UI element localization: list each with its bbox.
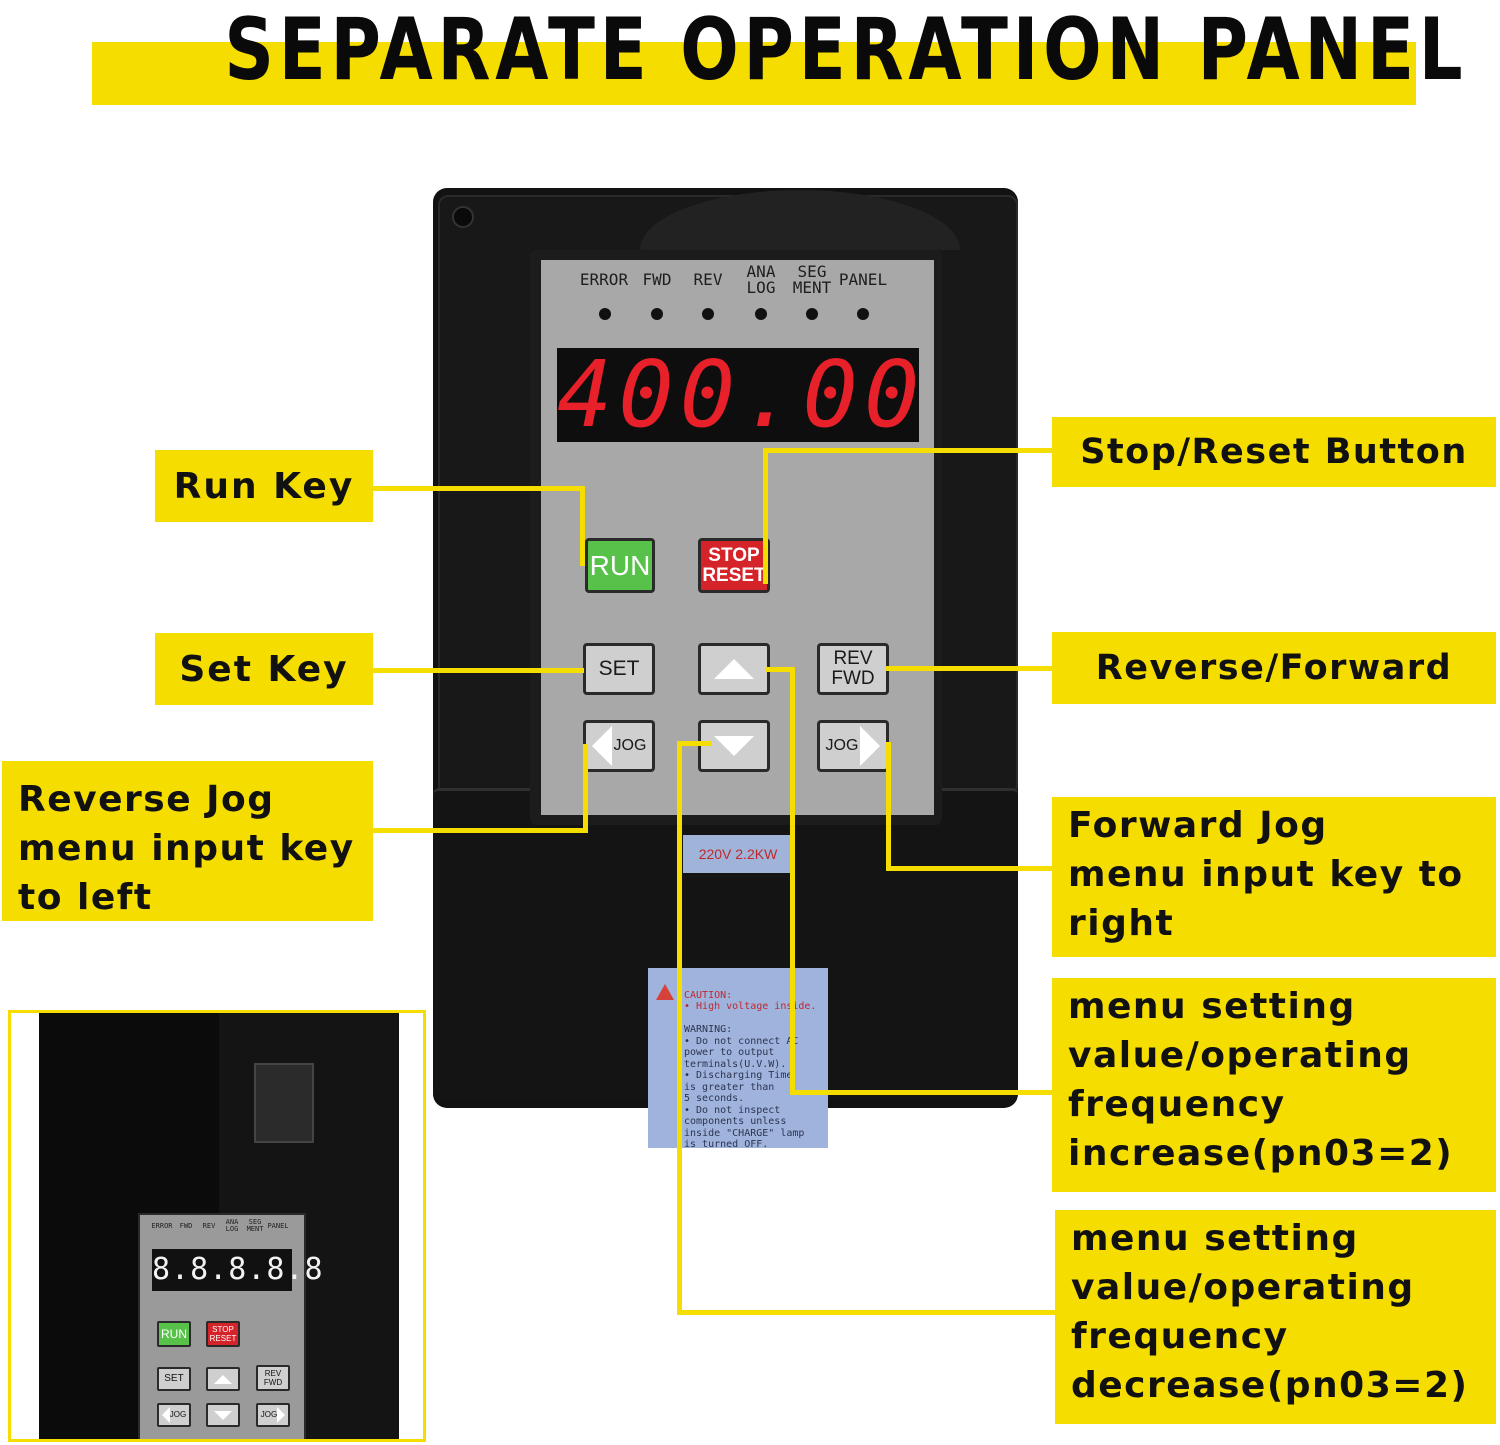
decrease-connector bbox=[677, 1310, 1057, 1315]
inset-connector-board bbox=[254, 1063, 314, 1143]
inset-removed-panel: ERROR FWD REV ANA LOG SEG MENT PANEL 8.8… bbox=[138, 1213, 323, 1439]
run-key-connector bbox=[372, 486, 584, 491]
decrease-connector-stub bbox=[677, 741, 711, 746]
reverse-jog-connector bbox=[372, 828, 588, 833]
inset-down-key bbox=[206, 1403, 240, 1427]
increase-connector-stub bbox=[766, 667, 794, 672]
reverse-forward-callout-text: Reverse/Forward bbox=[1095, 648, 1453, 688]
set-key-callout-text: Set Key bbox=[179, 648, 349, 690]
set-key-callout: Set Key bbox=[155, 633, 373, 705]
indicator-label-segment: SEG MENT bbox=[792, 262, 832, 297]
indicator-label-fwd: FWD bbox=[642, 270, 672, 289]
inset-indicator-fwd: FWD bbox=[179, 1222, 193, 1230]
caution-body: WARNING: • Do not connect AC power to ou… bbox=[684, 1024, 805, 1150]
display-value: 400.00 bbox=[557, 341, 926, 448]
forward-jog-connector-drop bbox=[886, 742, 891, 870]
inset-rev-fwd-key: REV FWD bbox=[256, 1365, 290, 1391]
set-key-connector bbox=[372, 668, 584, 673]
arrow-right-icon bbox=[860, 726, 881, 766]
led-display bbox=[557, 348, 919, 442]
hazard-icon bbox=[656, 984, 674, 1000]
inset-run-key: RUN bbox=[157, 1321, 191, 1347]
segment-led bbox=[806, 308, 818, 320]
indicator-label-panel: PANEL bbox=[838, 270, 888, 289]
inset-indicator-rev: REV bbox=[202, 1222, 216, 1230]
stop-reset-key[interactable]: STOP RESET bbox=[698, 538, 770, 593]
page-title: SEPARATE OPERATION PANEL bbox=[224, 0, 1468, 100]
arrow-up-icon bbox=[714, 659, 754, 679]
rev-fwd-key[interactable]: REV FWD bbox=[817, 643, 889, 695]
run-key[interactable]: RUN bbox=[585, 538, 655, 593]
reverse-jog-callout: Reverse Jog menu input key to left bbox=[2, 761, 373, 921]
caution-header: CAUTION: • High voltage inside. bbox=[684, 989, 817, 1013]
increase-callout: menu setting value/operating frequency i… bbox=[1052, 978, 1496, 1192]
inset-jog-label: JOG bbox=[169, 1410, 187, 1419]
arrow-down-icon bbox=[714, 736, 754, 756]
run-key-connector-drop bbox=[580, 486, 585, 566]
analog-led bbox=[755, 308, 767, 320]
up-key[interactable] bbox=[698, 643, 770, 695]
reverse-jog-callout-text: Reverse Jog menu input key to left bbox=[18, 779, 355, 918]
inset-led-display: 8.8.8.8.8 bbox=[152, 1249, 323, 1291]
inset-indicator-panel: PANEL bbox=[267, 1222, 289, 1230]
inset-forward-jog-key: JOG bbox=[256, 1403, 290, 1427]
run-key-callout: Run Key bbox=[155, 450, 373, 522]
set-key[interactable]: SET bbox=[583, 643, 655, 695]
increase-connector bbox=[790, 1090, 1054, 1095]
stop-reset-callout-text: Stop/Reset Button bbox=[1080, 432, 1468, 472]
rev-fwd-connector bbox=[885, 666, 1053, 671]
heading-highlight bbox=[92, 42, 1416, 105]
forward-jog-callout-text: Forward Jog menu input key to right bbox=[1068, 805, 1464, 944]
caution-label: CAUTION: • High voltage inside. WARNING:… bbox=[648, 968, 828, 1150]
stop-reset-connector-drop bbox=[763, 448, 768, 584]
arrow-right-icon bbox=[277, 1407, 286, 1423]
inset-photo: ERROR FWD REV ANA LOG SEG MENT PANEL 8.8… bbox=[8, 1010, 426, 1442]
arrow-left-icon bbox=[161, 1407, 170, 1423]
inset-jog-label: JOG bbox=[260, 1410, 278, 1419]
inset-indicator-analog: ANA LOG bbox=[225, 1218, 239, 1233]
inset-reverse-jog-key: JOG bbox=[157, 1403, 191, 1427]
inset-up-key bbox=[206, 1367, 240, 1391]
stop-reset-connector bbox=[763, 448, 1053, 453]
error-led bbox=[599, 308, 611, 320]
indicator-label-rev: REV bbox=[693, 270, 723, 289]
increase-connector-drop bbox=[790, 667, 795, 1095]
indicator-label-analog: ANA LOG bbox=[746, 262, 776, 297]
indicator-label-error: ERROR bbox=[579, 270, 629, 289]
reverse-jog-key[interactable]: JOG bbox=[583, 720, 655, 772]
forward-jog-callout: Forward Jog menu input key to right bbox=[1052, 797, 1496, 957]
inset-set-key: SET bbox=[157, 1367, 191, 1391]
decrease-connector-drop bbox=[677, 741, 682, 1313]
arrow-up-icon bbox=[214, 1374, 232, 1384]
increase-callout-text: menu setting value/operating frequency i… bbox=[1068, 986, 1454, 1174]
reverse-jog-connector-rise bbox=[583, 744, 588, 833]
down-key[interactable] bbox=[698, 720, 770, 772]
inset-indicator-error: ERROR bbox=[151, 1222, 173, 1230]
stop-reset-callout: Stop/Reset Button bbox=[1052, 417, 1496, 487]
decrease-callout-text: menu setting value/operating frequency d… bbox=[1071, 1218, 1469, 1406]
decrease-callout: menu setting value/operating frequency d… bbox=[1055, 1210, 1496, 1424]
rating-label: 220V 2.2KW bbox=[683, 835, 793, 873]
rev-led bbox=[702, 308, 714, 320]
jog-label: JOG bbox=[825, 737, 859, 754]
jog-label: JOG bbox=[613, 737, 647, 754]
reverse-forward-callout: Reverse/Forward bbox=[1052, 632, 1496, 704]
panel-led bbox=[857, 308, 869, 320]
screw-hole bbox=[452, 206, 474, 228]
run-key-callout-text: Run Key bbox=[173, 465, 355, 507]
inset-stop-reset-key: STOP RESET bbox=[206, 1321, 240, 1347]
inset-indicator-segment: SEG MENT bbox=[246, 1218, 264, 1233]
arrow-left-icon bbox=[591, 726, 612, 766]
forward-jog-key[interactable]: JOG bbox=[817, 720, 889, 772]
arrow-down-icon bbox=[214, 1410, 232, 1420]
fwd-led bbox=[651, 308, 663, 320]
forward-jog-connector bbox=[886, 866, 1054, 871]
